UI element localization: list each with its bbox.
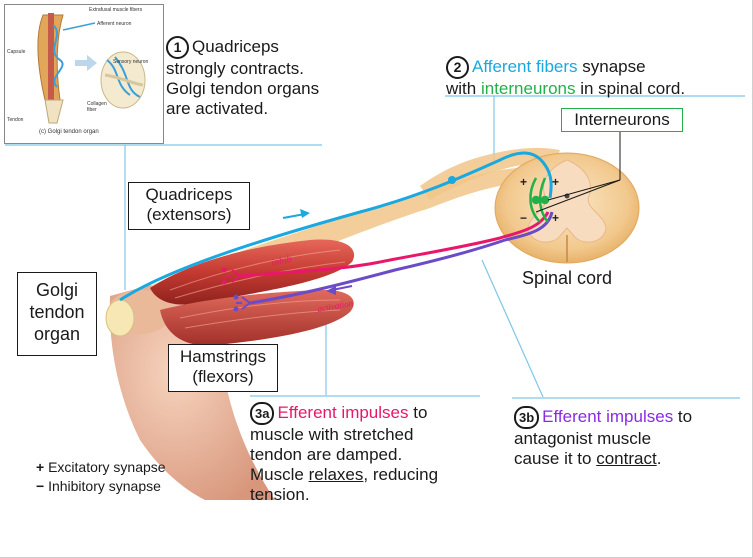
step2-line2-pre: with [446, 79, 481, 98]
step1-line2: strongly contracts. [166, 59, 304, 78]
step2-interneurons: interneurons [480, 79, 576, 98]
efferent-activated-fiber [249, 211, 554, 305]
quadriceps-label-line2: (extensors) [146, 205, 232, 224]
step3b-contract: contract [596, 449, 657, 468]
step1-number: 1 [166, 36, 189, 59]
legend-excitatory: + Excitatory synapse [36, 458, 166, 477]
handwritten-inhib: inhib [270, 254, 292, 269]
step3a-line2: muscle with stretched [250, 425, 414, 444]
spinal-symbol: + [552, 175, 559, 189]
step2-number: 2 [446, 56, 469, 79]
step3a-number: 3a [250, 402, 275, 425]
inset-label-tendon: Tendon [7, 117, 24, 123]
step3b-line2: antagonist muscle [514, 429, 652, 448]
step3a-relaxes: relaxes [308, 465, 364, 484]
inset-label-capsule: Capsule [7, 49, 26, 55]
hamstrings-label-line1: Hamstrings [180, 347, 266, 366]
golgi-tendon-organ-label: Golgi tendon organ [17, 272, 97, 356]
step3b-efferent: Efferent impulses [542, 406, 674, 426]
quadriceps-label-line1: Quadriceps [145, 185, 233, 204]
step3a-line4-rest: , reducing [363, 465, 439, 484]
step3b-number: 3b [514, 406, 540, 429]
step2-afferent: Afferent fibers [472, 56, 578, 76]
leg [105, 285, 275, 500]
spinal-cord-label: Spinal cord [522, 268, 613, 288]
legend-inhibitory-text: Inhibitory synapse [48, 478, 161, 494]
spinal-symbol: − [520, 211, 527, 225]
golgi-label-line3: organ [33, 324, 81, 344]
efferent-inhibited-fiber [239, 211, 550, 278]
step2-line2-rest: in spinal cord. [575, 79, 686, 98]
inset-label-collagen: Collagen fiber [87, 101, 107, 113]
step3a-line3: tendon are damped. [250, 445, 403, 464]
hamstrings-label: Hamstrings (flexors) [168, 344, 278, 392]
golgi-label-line1: Golgi [35, 280, 79, 300]
legend: + Excitatory synapse − Inhibitory synaps… [36, 458, 166, 496]
step2-line1-rest: synapse [577, 56, 646, 76]
golgi-label-line2: tendon [29, 302, 85, 322]
inset-label-extrafusal: Extrafusal muscle fibers [89, 7, 143, 13]
step3a-efferent: Efferent impulses [277, 402, 409, 422]
step3b-line3-pre: cause it to [514, 449, 597, 468]
afferent-fiber [119, 151, 553, 302]
legend-excitatory-symbol: + [36, 459, 45, 475]
step1-line3: Golgi tendon organs [166, 79, 320, 98]
step3a-line5: tension. [250, 485, 310, 504]
step1-line4: are activated. [166, 99, 269, 118]
legend-excitatory-text: Excitatory synapse [48, 459, 166, 475]
step3b-line1-rest: to [673, 406, 693, 426]
step3a-line1-rest: to [408, 402, 428, 422]
spinal-cord-section [494, 152, 640, 264]
hamstrings-label-line2: (flexors) [192, 367, 254, 386]
quadriceps-muscle [150, 239, 355, 305]
interneurons-label: Interneurons [561, 108, 683, 132]
legend-inhibitory-symbol: − [36, 478, 45, 494]
quadriceps-label: Quadriceps (extensors) [128, 182, 250, 230]
inset-caption: (c) Golgi tendon organ [39, 129, 99, 135]
spinal-symbol: + [520, 175, 527, 189]
inset-illustration [37, 13, 146, 124]
step3b-line3-rest: . [656, 449, 662, 468]
inset-label-sensory: Sensory neuron [113, 59, 149, 65]
inset-label-afferent: Afferent neuron [97, 21, 132, 27]
step3a-line4-pre: Muscle [250, 465, 309, 484]
legend-inhibitory: − Inhibitory synapse [36, 477, 166, 496]
inset-panel: Extrafusal muscle fibers Afferent neuron… [4, 4, 164, 144]
spinal-symbol: + [552, 211, 559, 225]
step1-line1: Quadriceps [192, 36, 279, 56]
